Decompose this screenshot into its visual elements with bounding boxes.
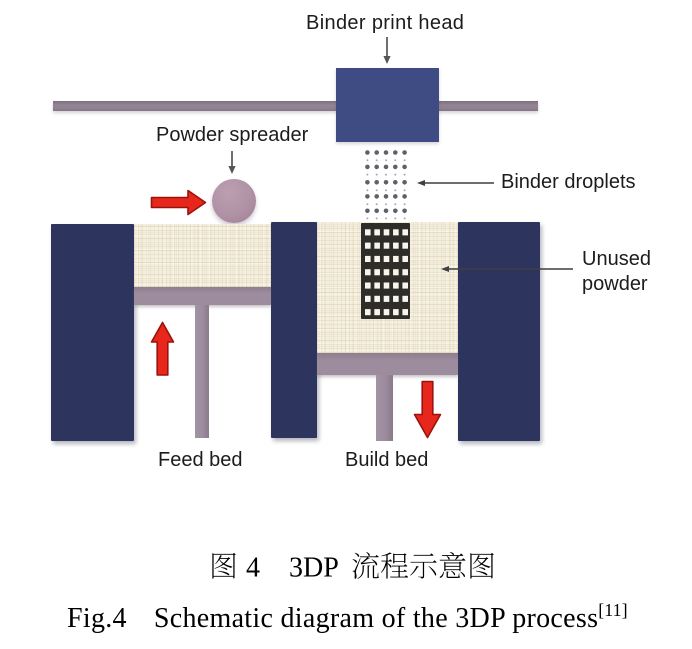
unused-powder-pointer-line-icon bbox=[441, 266, 573, 272]
caption-cn-latin: 3DP bbox=[289, 552, 339, 584]
powder-spreader-roller bbox=[212, 179, 256, 223]
center-wall bbox=[271, 222, 317, 438]
cjk-glyph-tu bbox=[470, 552, 494, 579]
feed-bed-left-wall bbox=[51, 224, 134, 441]
spread-direction-arrow-icon bbox=[150, 189, 207, 216]
printed-part bbox=[361, 223, 410, 319]
caption-en-text: Schematic diagram of the 3DP process bbox=[153, 603, 599, 634]
print-head-pointer-arrow-icon bbox=[383, 37, 391, 64]
feed-piston-up-arrow-icon bbox=[150, 321, 175, 376]
spreader-pointer-arrow-icon bbox=[228, 151, 236, 174]
caption-english: Fig.4 Schematic diagram of the 3DP proces… bbox=[67, 600, 628, 638]
build-piston-platform bbox=[317, 353, 458, 375]
binder-print-head-block bbox=[336, 68, 439, 142]
unused-powder-label-line1: Unused bbox=[582, 248, 651, 270]
feed-powder bbox=[134, 224, 271, 287]
caption-chinese: 4 3DP bbox=[209, 551, 496, 584]
build-bed-label: Build bed bbox=[345, 449, 429, 471]
cjk-glyph-shi bbox=[409, 553, 437, 579]
binder-print-head-label: Binder print head bbox=[306, 12, 465, 34]
binder-droplets-label: Binder droplets bbox=[501, 171, 636, 193]
cjk-glyph-yi bbox=[439, 551, 466, 578]
droplets-pointer-line-icon bbox=[417, 180, 494, 186]
unused-powder-label-line2: powder bbox=[582, 273, 648, 295]
powder-spreader-label: Powder spreader bbox=[156, 124, 309, 146]
caption-en-reference: [11] bbox=[598, 600, 628, 620]
build-piston-stem bbox=[376, 375, 393, 441]
gantry-rail bbox=[53, 101, 538, 111]
feed-piston-stem bbox=[195, 305, 209, 438]
cjk-glyph-liu bbox=[352, 551, 379, 579]
caption-cn-number: 4 bbox=[246, 552, 260, 584]
binder-droplets-icon bbox=[365, 150, 407, 220]
cjk-glyph-tu bbox=[212, 552, 236, 579]
build-piston-down-arrow-icon bbox=[413, 380, 442, 439]
cjk-glyph-cheng bbox=[380, 552, 408, 579]
build-bed-right-wall bbox=[458, 222, 540, 441]
unused-powder-label: Unused powder bbox=[582, 247, 651, 297]
feed-piston-platform bbox=[134, 287, 271, 305]
schematic-diagram: Binder print head Powder spreader Binder… bbox=[51, 12, 651, 471]
caption-en-prefix: Fig.4 bbox=[67, 603, 127, 634]
feed-bed-label: Feed bed bbox=[158, 449, 243, 471]
